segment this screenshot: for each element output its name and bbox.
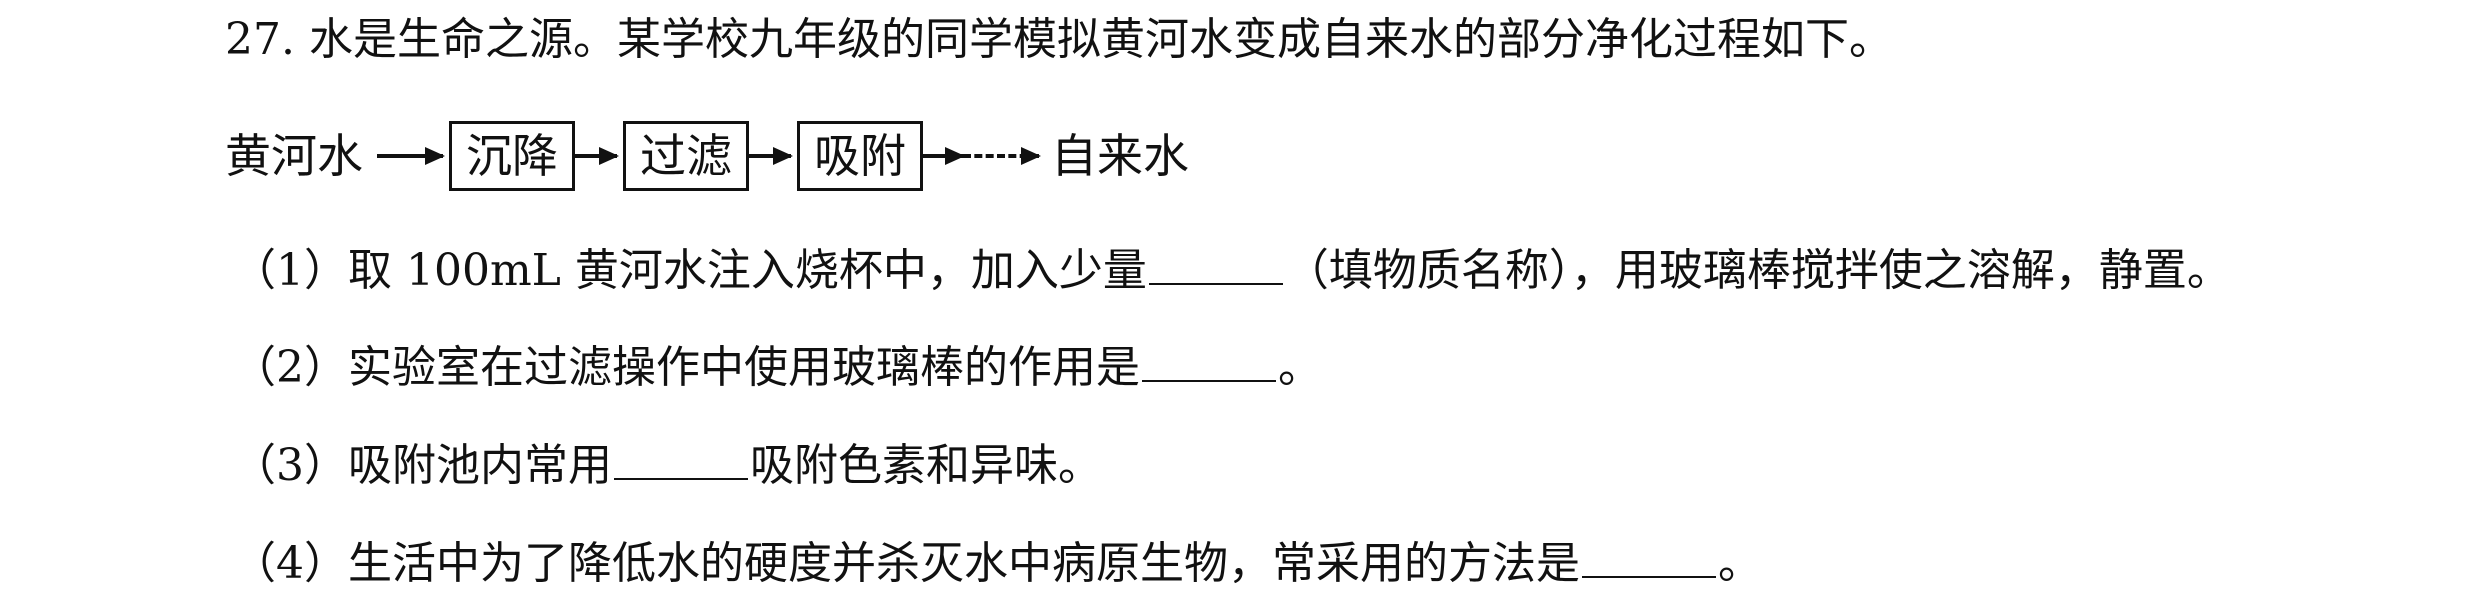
flow-step-adsorption: 吸附 [797,121,923,191]
flow-step-filtration: 过滤 [623,121,749,191]
flow-start: 黄河水 [225,129,363,183]
sub-question-text: （4）生活中为了降低水的硬度并杀灭水中病原生物，常采用的方法是 [232,538,1580,589]
sub-question-3: （3）吸附池内常用 吸附色素和异味。 [232,440,1102,492]
answer-blank[interactable] [1142,342,1276,382]
sub-question-text: （1）取 100mL 黄河水注入烧杯中，加入少量 [232,245,1147,296]
sub-question-text: （2）实验室在过滤操作中使用玻璃棒的作用是 [232,342,1140,393]
question-title: 27. 水是生命之源。某学校九年级的同学模拟黄河水变成自来水的部分净化过程如下。 [225,14,1893,65]
sub-question-4: （4）生活中为了降低水的硬度并杀灭水中病原生物，常采用的方法是 。 [232,538,1762,590]
flow-step-sedimentation: 沉降 [449,121,575,191]
sub-question-2: （2）实验室在过滤操作中使用玻璃棒的作用是 。 [232,342,1322,394]
sub-question-text: 。 [1718,538,1762,589]
sub-question-text: （填物质名称），用玻璃棒搅拌使之溶解，静置。 [1284,245,2231,296]
flow-arrow-dashed [963,154,1039,158]
flow-step-label: 沉降 [466,129,558,183]
flow-end: 自来水 [1051,129,1189,183]
answer-blank[interactable] [614,440,748,480]
sub-question-text: 。 [1278,342,1322,393]
flow-arrow [377,154,443,158]
answer-blank[interactable] [1148,245,1283,285]
purification-flow-diagram: 黄河水 沉降 过滤 吸附 自来水 [225,118,1189,194]
sub-question-text: 吸附色素和异味。 [750,440,1102,491]
flow-step-label: 过滤 [640,129,732,183]
flow-arrow [923,154,963,158]
answer-blank[interactable] [1582,538,1716,578]
sub-question-text: （3）吸附池内常用 [232,440,612,491]
flow-arrow [749,154,791,158]
sub-question-1: （1）取 100mL 黄河水注入烧杯中，加入少量 （填物质名称），用玻璃棒搅拌使之… [232,245,2231,297]
flow-step-label: 吸附 [814,129,906,183]
flow-arrow [575,154,617,158]
